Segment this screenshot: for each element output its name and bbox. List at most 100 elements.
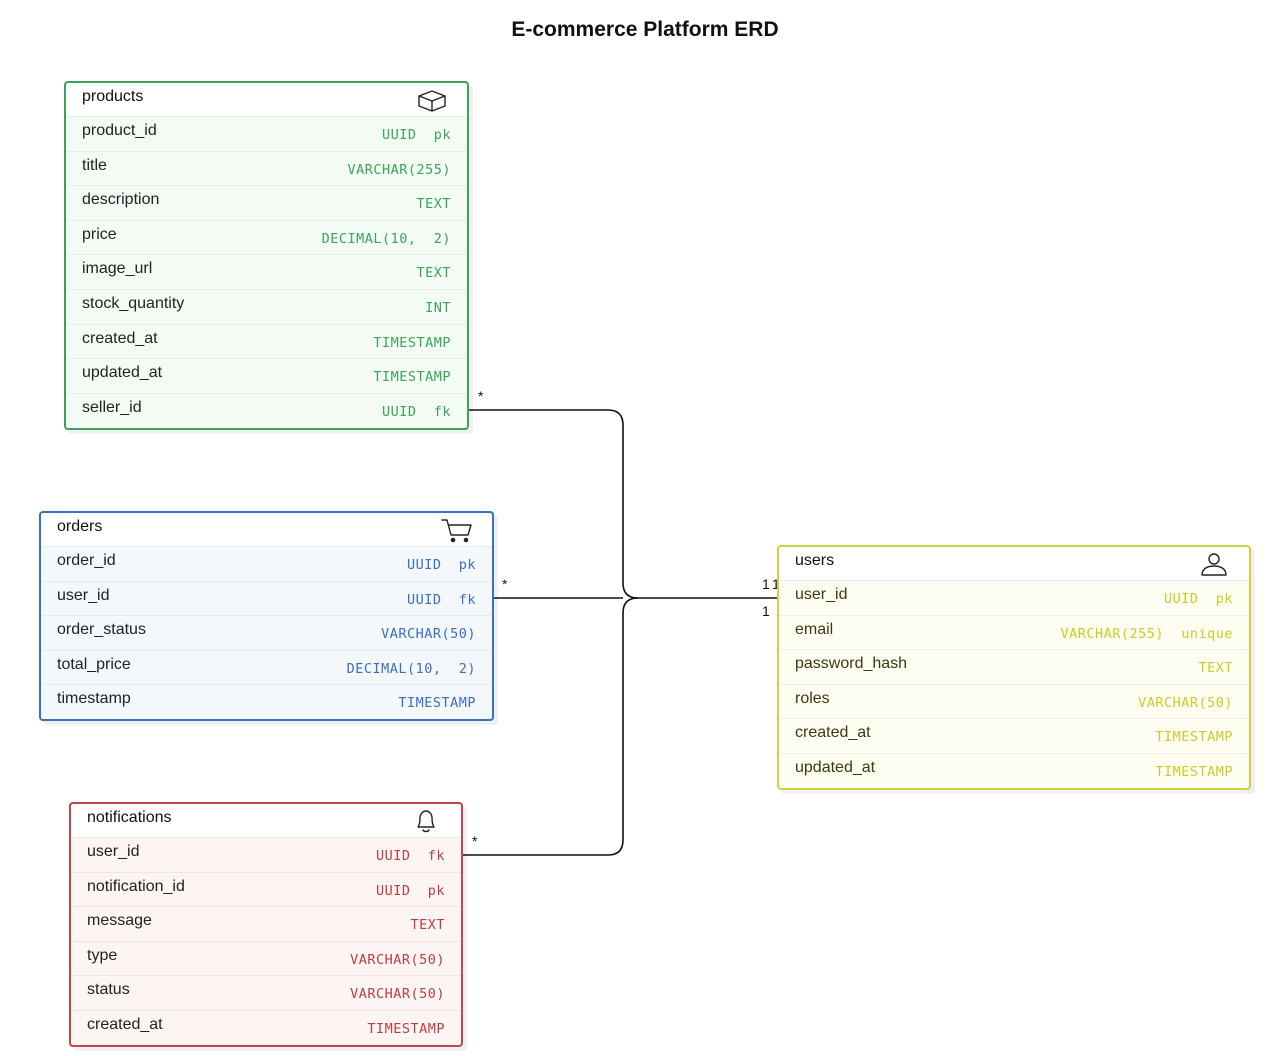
relationship-products-users: [460, 409, 786, 599]
column-row: price DECIMAL(10, 2): [66, 221, 467, 256]
column-name: status: [87, 981, 130, 999]
column-row: email VARCHAR(255) unique: [779, 616, 1249, 651]
entity-header: notifications: [71, 804, 461, 838]
column-row: order_id UUID pk: [41, 547, 492, 582]
column-row: roles VARCHAR(50): [779, 685, 1249, 720]
entity-users[interactable]: users user_id UUID pk email VARCHAR(255) u…: [777, 545, 1251, 790]
column-type: UUID fk: [375, 848, 445, 864]
cardinality-label: 1: [762, 603, 770, 619]
column-type: TEXT: [1198, 660, 1233, 677]
column-type: TIMESTAMP: [398, 695, 476, 712]
column-row: type VARCHAR(50): [71, 942, 461, 977]
column-row: created_at TIMESTAMP: [779, 719, 1249, 754]
column-row: created_at TIMESTAMP: [66, 325, 467, 360]
column-name: updated_at: [795, 758, 876, 776]
column-name: user_id: [87, 843, 140, 860]
column-type: VARCHAR(50): [350, 951, 445, 968]
entity-header: products: [66, 83, 467, 117]
column-name: created_at: [82, 329, 158, 347]
column-type: VARCHAR(50): [350, 986, 445, 1003]
column-row: message TEXT: [71, 907, 461, 942]
entity-header: orders: [41, 513, 492, 547]
column-name: created_at: [87, 1015, 163, 1033]
column-type: UUID pk: [375, 882, 445, 899]
column-name: user_id: [795, 586, 848, 603]
column-name: product_id: [82, 122, 157, 139]
column-type: UUID pk: [1163, 591, 1233, 607]
column-name: password_hash: [795, 655, 908, 673]
column-row: user_id UUID fk: [71, 838, 461, 873]
column-name: total_price: [57, 655, 131, 673]
cardinality-label: *: [472, 833, 478, 849]
entity-notifications[interactable]: notifications user_id UUID fk notificatio…: [69, 802, 463, 1047]
entity-header: users: [779, 547, 1249, 581]
column-type: UUID pk: [381, 127, 451, 143]
column-type: VARCHAR(255) unique: [1060, 625, 1233, 642]
column-name: image_url: [82, 260, 153, 278]
column-type: TIMESTAMP: [1155, 729, 1233, 746]
column-type: DECIMAL(10, 2): [346, 660, 476, 677]
entity-orders[interactable]: orders order_id UUID pk user_id UUID fk or…: [39, 511, 494, 721]
column-type: UUID fk: [406, 591, 476, 608]
column-row: title VARCHAR(255): [66, 152, 467, 187]
column-type: TEXT: [416, 196, 451, 213]
column-name: price: [82, 225, 117, 243]
column-name: roles: [795, 689, 830, 707]
column-row: order_status VARCHAR(50): [41, 616, 492, 651]
column-type: VARCHAR(50): [381, 626, 476, 643]
cardinality-label: 1: [762, 576, 770, 592]
column-row: image_url TEXT: [66, 255, 467, 290]
column-name: email: [795, 620, 834, 638]
column-row: created_at TIMESTAMP: [71, 1011, 461, 1046]
column-type: DECIMAL(10, 2): [321, 230, 451, 247]
cardinality-label: *: [478, 388, 484, 404]
column-name: type: [87, 946, 118, 964]
column-name: updated_at: [82, 364, 163, 382]
entity-name: users: [795, 552, 835, 569]
diagram-title: E-commerce Platform ERD: [511, 18, 779, 41]
column-name: title: [82, 156, 107, 174]
column-type: TIMESTAMP: [367, 1020, 445, 1037]
column-row: description TEXT: [66, 186, 467, 221]
cardinality-label: *: [502, 576, 508, 592]
column-type: UUID pk: [406, 557, 476, 573]
user-icon: [1197, 550, 1231, 578]
entity-name: products: [82, 88, 144, 105]
column-name: message: [87, 912, 152, 930]
column-type: VARCHAR(255): [347, 161, 451, 178]
column-name: seller_id: [82, 398, 142, 416]
column-row: password_hash TEXT: [779, 650, 1249, 685]
column-row: total_price DECIMAL(10, 2): [41, 651, 492, 686]
column-name: timestamp: [57, 690, 131, 708]
entity-name: orders: [57, 518, 103, 535]
column-name: description: [82, 191, 160, 209]
column-type: TIMESTAMP: [373, 369, 451, 386]
column-name: order_status: [57, 621, 146, 639]
column-name: order_id: [57, 552, 116, 569]
column-type: INT: [425, 299, 451, 316]
column-row: stock_quantity INT: [66, 290, 467, 325]
column-type: VARCHAR(50): [1138, 694, 1233, 711]
column-type: TEXT: [410, 917, 445, 934]
column-name: created_at: [795, 724, 871, 742]
column-type: UUID fk: [381, 403, 451, 420]
column-row: product_id UUID pk: [66, 117, 467, 152]
column-row: user_id UUID pk: [779, 581, 1249, 616]
entity-name: notifications: [87, 809, 172, 826]
column-type: TIMESTAMP: [1155, 763, 1233, 780]
column-row: user_id UUID fk: [41, 582, 492, 617]
column-type: TIMESTAMP: [373, 334, 451, 351]
column-name: stock_quantity: [82, 294, 185, 312]
column-row: updated_at TIMESTAMP: [66, 359, 467, 394]
cardinality-label: 1: [772, 576, 780, 592]
bell-icon: [409, 807, 443, 835]
column-row: seller_id UUID fk: [66, 394, 467, 429]
column-name: user_id: [57, 586, 110, 604]
column-row: status VARCHAR(50): [71, 976, 461, 1011]
column-type: TEXT: [416, 265, 451, 282]
box-icon: [415, 86, 449, 114]
column-row: updated_at TIMESTAMP: [779, 754, 1249, 789]
shopping-cart-icon: [440, 516, 474, 544]
entity-products[interactable]: products product_id UUID pk title VARCHAR(…: [64, 81, 469, 430]
